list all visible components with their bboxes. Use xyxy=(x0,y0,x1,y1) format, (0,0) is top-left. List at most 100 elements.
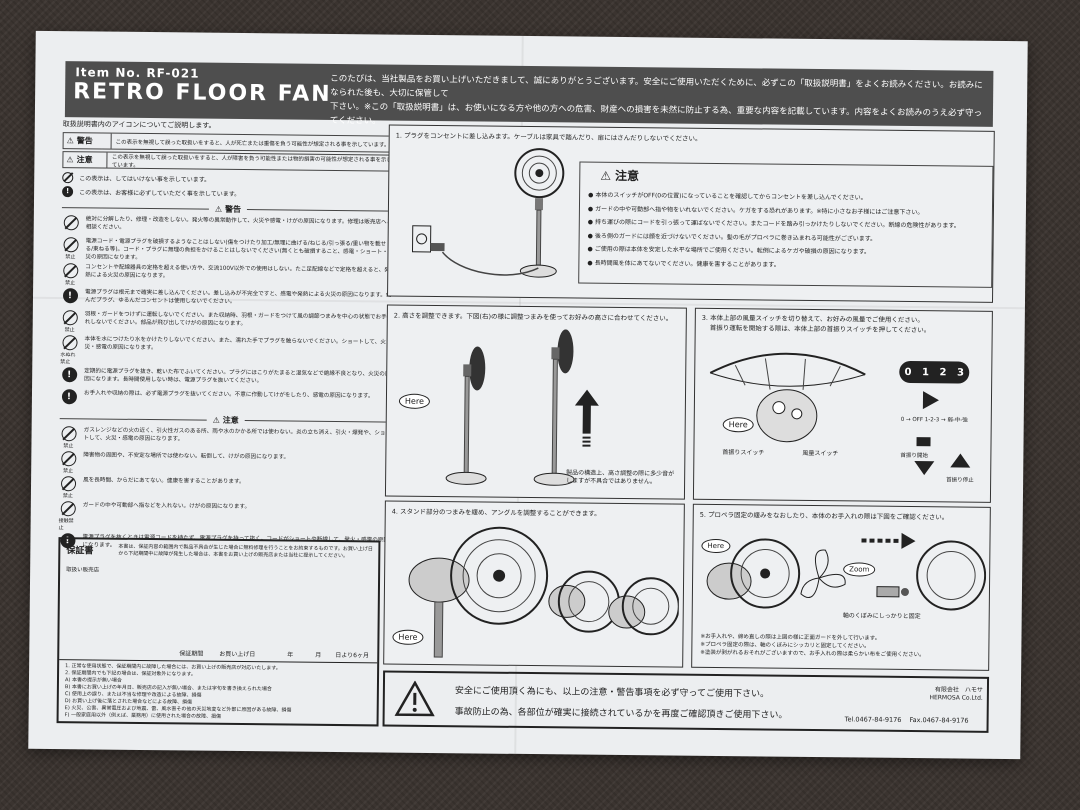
caution-item: 接触禁止ガードの中や可動部へ指などを入れない。けがの原因になります。 xyxy=(58,501,251,532)
mandatory-icon: ! xyxy=(62,288,78,304)
step-5-label: 5. プロペラ固定の緩みをなおしたり、本体のお手入れの際は下図をご確認ください。 xyxy=(699,510,949,522)
legend-caution: ⚠注意 この表示を無視して誤った取扱いをすると、人が障害を負う可能性または物的損… xyxy=(62,151,395,172)
arrow-down-icon xyxy=(914,461,935,476)
step-2-label: 2. 高さを調整できます。下図(右)の様に調整つまみを使ってお好みの高さに合わせ… xyxy=(393,311,673,323)
arrow-right-icon xyxy=(922,391,940,410)
tel-number: Tel.0467-84-9176 xyxy=(844,715,902,724)
warning-triangle-icon: ⚠ xyxy=(66,155,74,165)
warranty-period-label: 保証期間 xyxy=(179,650,204,658)
legend-text: この表示を無視して誤った取扱いをすると、人が死亡または重傷を負う可能性が想定され… xyxy=(115,139,390,149)
warranty-year: 年 xyxy=(287,651,294,659)
height-note: 製品の構造上、高さ調整の際に多少音がしますが不具合ではありません。 xyxy=(566,469,675,486)
prohibited-icon xyxy=(60,426,77,442)
caution-item: 禁止風を長時間、からだにあてない。健康を害することがあります。 xyxy=(59,476,391,502)
osc-switch-label: 首振りスイッチ xyxy=(722,449,765,457)
warning-triangle-icon: ⚠ xyxy=(212,415,220,425)
prohibited-icon xyxy=(62,171,74,183)
caution-title-text: 注意 xyxy=(222,415,239,425)
fix-note: 軸のくぼみにしっかりと固定 xyxy=(842,612,921,621)
legend-label: 注意 xyxy=(76,155,93,165)
company-name-en: HERMOSA Co.Ltd. xyxy=(929,694,983,702)
item-number: Item No. RF-021 xyxy=(75,65,200,81)
mandatory-legend-text: この表示は、お客様に必ずしていただく事を示しています。 xyxy=(79,188,241,198)
no-water-icon xyxy=(61,335,78,351)
step-4-label: 4. スタンド部分のつまみを緩め、アングルを調整することができます。 xyxy=(391,507,601,518)
warning-item: 絶対に分解したり、修理・改造をしない。発火等の異常動作して、火災や感電・けがの原… xyxy=(62,215,394,238)
safety-column: 取扱説明書内のアイコンについてご説明します。 ⚠警告 この表示を無視して誤った取… xyxy=(58,119,395,558)
zoom-callout: Zoom xyxy=(843,562,876,577)
step-1-panel: 1. プラグをコンセントに差し込みます。ケーブルは家具で踏んだり、扉にはさんだり… xyxy=(387,124,995,303)
legend-text: この表示を無視して誤った取扱いをすると、人が障害を負う可能性または物的損害の可能… xyxy=(111,154,392,169)
caution-box-title: ⚠ 注意 xyxy=(600,168,640,184)
safety-footer: 安全にご使用頂く為にも、以上の注意・警告事項を必ず守ってご使用下さい。 事故防止… xyxy=(382,670,990,733)
warning-item: !お手入れや収納の際は、必ず電源プラグを抜いてください。不意に作動してけがをした… xyxy=(60,389,392,412)
legend-label: 警告 xyxy=(76,136,93,146)
osc-start-label: 首振り開始 xyxy=(900,452,928,460)
mandatory-icon: ! xyxy=(62,185,74,197)
warranty-title: 保証書 xyxy=(66,546,94,557)
warning-item: 禁止羽根・ガードをつけずに運転しないでください。また収納時、羽根・ガードをつけて… xyxy=(61,310,393,336)
warranty-store-label: 取扱い販売店 xyxy=(66,567,100,574)
warning-triangle-icon: ⚠ xyxy=(66,136,74,146)
warranty-purchase-label: お買い上げ日 xyxy=(219,650,256,659)
warning-item: 水ぬれ禁止本体を水につけたり水をかけたりしないでください。また、濡れた手でプラグ… xyxy=(60,335,386,366)
prohibited-icon xyxy=(60,476,76,492)
caution-item: 禁止障害物の周囲や、不安定な場所では使わない。転倒して、けがの原因になります。 xyxy=(59,451,391,477)
warning-item: !電源プラグは根元まで確実に差し込んでください。差し込みが不完全ですと、感電や発… xyxy=(61,288,393,311)
here-callout: Here xyxy=(722,417,754,433)
maintenance-illustration xyxy=(706,532,987,611)
caution-item: 禁止ガスレンジなどの火の近く、引火性ガスのある所、雨や水のかかる所では使わない。… xyxy=(59,426,391,452)
contact-numbers: Tel.0467-84-9176 Fax.0467-84-9176 xyxy=(845,715,969,724)
warranty-card: 保証書 本書は、保証内容の範囲内で製品不具合が生じた場合に無料修理を行うことをお… xyxy=(56,537,381,727)
dial-legend: 0 → OFF 1-2-3 → 弱-中-強 xyxy=(900,416,968,424)
warning-section-title: ⚠警告 xyxy=(61,202,394,216)
warranty-conditions: 1. 正常な使用状態で、保証期間内に故障した場合には、お買い上げの販売店が対応い… xyxy=(64,663,292,720)
caution-box-list: 本体のスイッチがOFF(0の位置)になっていることを確認してからコンセントを差し… xyxy=(587,189,960,274)
warranty-month: 月 xyxy=(315,651,322,659)
speed-dial: 0 1 2 3 xyxy=(899,360,970,384)
fan-plug-illustration xyxy=(411,148,565,278)
step-3-panel: 3. 本体上部の風量スイッチを切り替えて、お好みの風量でご使用ください。 首振り… xyxy=(692,307,993,503)
step-3-label: 3. 本体上部の風量スイッチを切り替えて、お好みの風量でご使用ください。 首振り… xyxy=(701,313,931,335)
warning-item: !定期的に電源プラグを抜き、乾いた布でふいてください。プラグにほこりがたまると湿… xyxy=(60,367,392,390)
footer-line-2: 事故防止の為、各部位が確実に接続されているかを再度ご確認頂きご使用下さい。 xyxy=(454,707,788,721)
product-title: RETRO FLOOR FAN xyxy=(73,79,332,107)
fan-top-illustration xyxy=(709,352,866,443)
prohibited-icon xyxy=(60,451,76,467)
prohibited-icon xyxy=(62,310,78,326)
warning-triangle-icon: ⚠ xyxy=(600,168,612,183)
here-callout: Here xyxy=(701,538,731,554)
here-callout: Here xyxy=(398,393,430,409)
speed-switch-label: 風量スイッチ xyxy=(802,449,839,458)
warranty-duration: 日より6ヶ月 xyxy=(335,651,369,660)
prohibited-icon xyxy=(63,215,79,231)
mandatory-legend: ! この表示は、お客様に必ずしていただく事を示しています。 xyxy=(62,184,394,201)
arrow-up-icon xyxy=(950,453,971,468)
angle-adjust-illustration xyxy=(408,526,680,658)
prohibited-legend-text: この表示は、してはいけない事を示しています。 xyxy=(79,174,211,184)
instruction-sheet: Item No. RF-021 RETRO FLOOR FAN このたびは、当社… xyxy=(28,30,1028,760)
step-1-label: 1. プラグをコンセントに差し込みます。ケーブルは家具で踏んだり、扉にはさんだり… xyxy=(395,131,702,143)
icons-heading: 取扱説明書内のアイコンについてご説明します。 xyxy=(62,120,216,130)
osc-stop-label: 首振り停止 xyxy=(946,477,974,484)
header-banner: Item No. RF-021 RETRO FLOOR FAN このたびは、当社… xyxy=(64,61,994,127)
warning-triangle-icon xyxy=(394,680,435,717)
warranty-dates: 保証期間 お買い上げ日 年 月 日より6ヶ月 xyxy=(59,647,377,659)
legend-warning: ⚠警告 この表示を無視して誤った取扱いをすると、人が死亡または重傷を負う可能性が… xyxy=(62,132,395,153)
warning-triangle-icon: ⚠ xyxy=(214,204,223,214)
maintenance-notes: ※お手入れや、締め直しの際は上図の様に正面ガードを外して行います。 ※プロペラ固… xyxy=(700,633,925,659)
footer-line-1: 安全にご使用頂く為にも、以上の注意・警告事項を必ず守ってご使用下さい。 xyxy=(454,686,770,700)
prohibited-icon xyxy=(62,237,79,253)
fax-number: Fax.0467-84-9176 xyxy=(909,716,969,725)
unplug-icon: ! xyxy=(61,389,77,405)
caution-section-title: ⚠注意 xyxy=(59,413,392,427)
height-adjust-illustration xyxy=(445,329,599,486)
warning-item: 禁止コンセントや配線器具の定格を超える使い方や、交流100V以外での使用はしない… xyxy=(61,263,393,289)
caution-box: ⚠ 注意 本体のスイッチがOFF(0の位置)になっていることを確認してからコンセ… xyxy=(578,161,994,288)
prohibited-icon xyxy=(62,263,78,279)
company-info: 有限会社 ハモサ HERMOSA Co.Ltd. xyxy=(863,686,983,703)
oscillation-start-icon xyxy=(916,437,931,447)
warning-title-text: 警告 xyxy=(224,204,242,214)
warning-list: 絶対に分解したり、修理・改造をしない。発火等の異常動作して、火災や感電・けがの原… xyxy=(60,215,394,412)
warranty-note: 本書は、保証内容の範囲内で製品不具合が生じた場合に無料修理を行うことをお約束する… xyxy=(118,543,373,560)
